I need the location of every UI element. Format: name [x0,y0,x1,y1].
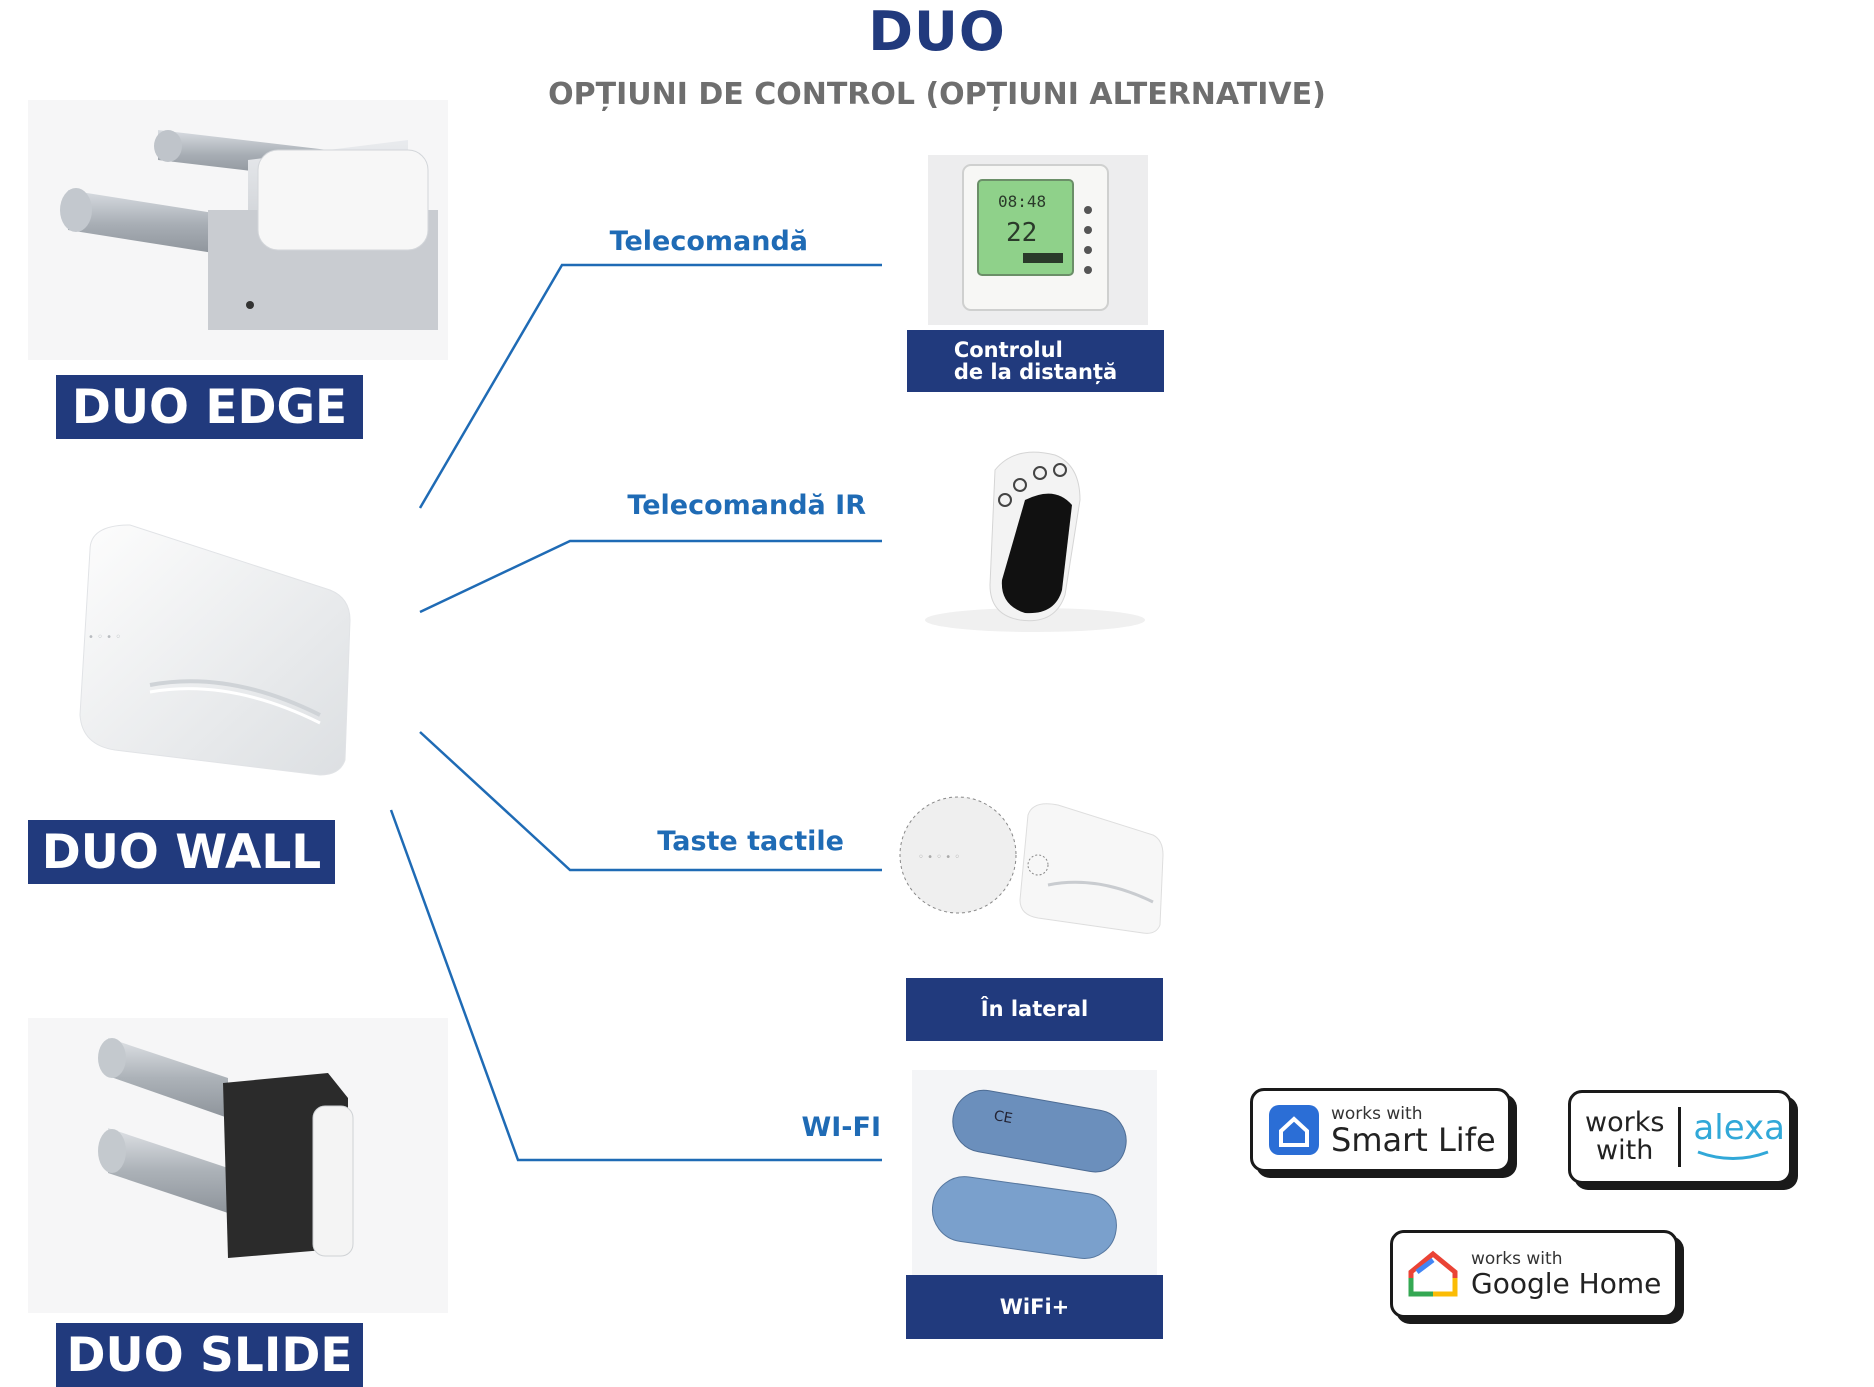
duo-wall-image: • ◦ • ◦ [79,524,351,776]
thermostat-time: 08:48 [998,192,1046,211]
duo-slide-label: DUO SLIDE [56,1323,363,1387]
duo-edge-label: DUO EDGE [56,375,363,439]
wifi-plus-box: WiFi+ [906,1275,1163,1339]
option-wifi-label: WI-FI [801,1112,881,1143]
google-home-badge: works with Google Home [1390,1230,1678,1318]
thermostat-image: 08:48 22 [928,155,1148,325]
smart-life-icon [1269,1105,1319,1155]
thermostat-temp: 22 [1006,218,1037,248]
alexa-divider [1678,1107,1682,1167]
duo-wall-label: DUO WALL [28,820,335,884]
google-home-small: works with [1471,1248,1563,1269]
alexa-badge: works with alexa [1568,1090,1792,1184]
ir-remote-image [925,451,1145,632]
option-touch-label: Taste tactile [657,826,844,857]
alexa-with: with [1596,1135,1654,1166]
smart-life-badge: works with Smart Life [1250,1088,1511,1172]
alexa-smile-icon [1697,1150,1769,1160]
wifi-dongle-image: CE [912,1070,1157,1275]
alexa-logo-text: alexa [1693,1107,1785,1148]
side-box: În lateral [906,978,1163,1041]
svg-text:◦ • ◦ • ◦: ◦ • ◦ • ◦ [918,852,960,863]
remote-box-line1: Controlul [953,337,1063,362]
touch-keys-image: ◦ • ◦ • ◦ [899,796,1164,934]
page-title: DUO [868,0,1006,63]
line-remote [418,263,882,509]
duo-slide-image [28,1018,448,1313]
svg-text:CE: CE [993,1108,1014,1127]
remote-control-box: Controlul de la distanță [907,330,1164,392]
svg-text:• ◦ • ◦: • ◦ • ◦ [88,632,121,643]
option-ir-label: Telecomandă IR [627,490,866,521]
duo-edge-image [28,100,448,360]
smart-life-small: works with [1331,1104,1423,1124]
line-ir [419,539,882,614]
smart-life-big: Smart Life [1331,1121,1496,1159]
line-wifi [389,809,882,1162]
alexa-works: works [1585,1106,1665,1138]
page-subtitle: OPȚIUNI DE CONTROL (OPȚIUNI ALTERNATIVE) [548,77,1326,112]
remote-box-line2: de la distanță [953,360,1118,384]
google-home-big: Google Home [1471,1266,1662,1300]
line-touch [419,731,882,872]
option-remote-label: Telecomandă [609,226,808,257]
google-home-icon [1408,1250,1458,1297]
